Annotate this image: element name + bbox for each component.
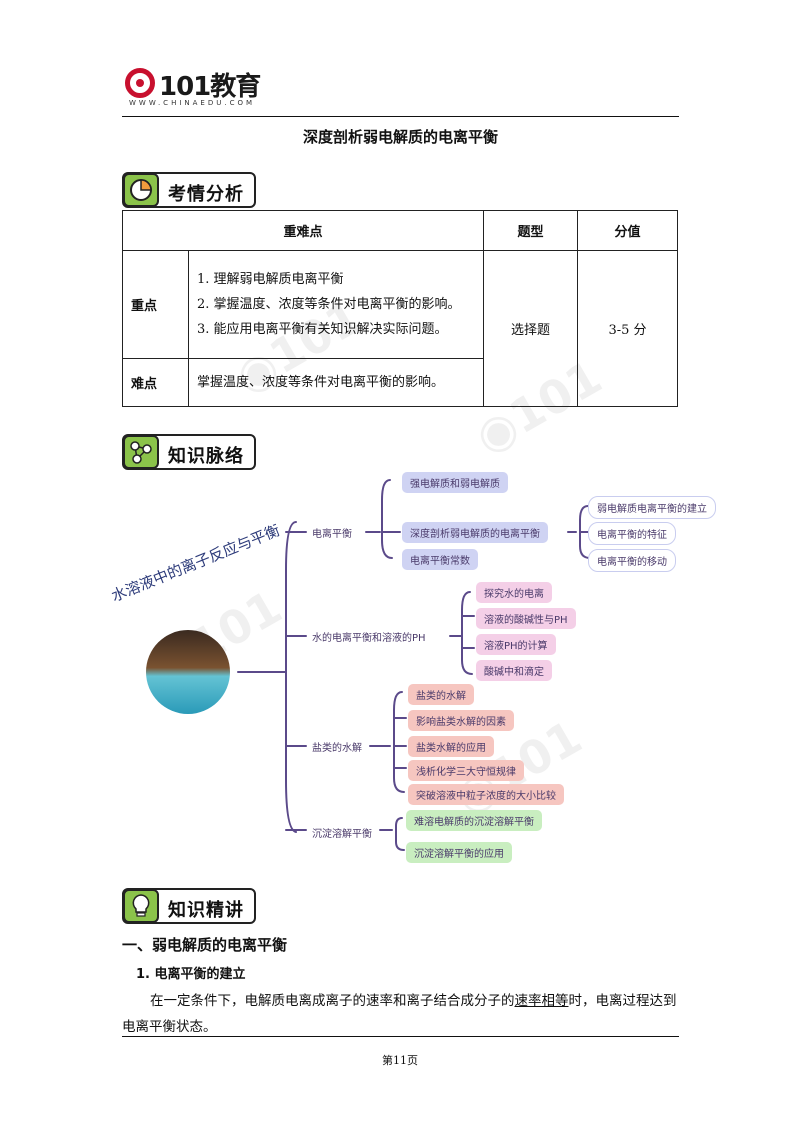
score-cell: 3-5 分 [577, 250, 678, 407]
leaf-node: 溶液的酸碱性与PH [476, 608, 576, 629]
network-icon [123, 435, 159, 469]
section-title: 知识精讲 [168, 900, 244, 921]
knowledge-mind-map: 水溶液中的离子反应与平衡 电离平衡 强电解质和弱电解质 深度剖析弱电解质的电离平… [109, 460, 730, 880]
document-title: 深度剖析弱电解质的电离平衡 [302, 128, 498, 146]
leaf-node: 电离平衡的移动 [588, 549, 676, 572]
leaf-node: 浅析化学三大守恒规律 [408, 760, 524, 781]
logo-ring-icon [125, 68, 155, 98]
key-point-item: 2. 掌握温度、浓度等条件对电离平衡的影响。 [197, 297, 461, 312]
column-header: 分值 [577, 210, 678, 251]
leaf-node: 盐类水解的应用 [408, 736, 494, 757]
leaf-node: 溶液PH的计算 [476, 634, 556, 655]
paragraph-text: 在一定条件下，电解质电离成离子的速率和离子结合成分子的 [150, 993, 515, 1009]
leaf-node: 沉淀溶解平衡的应用 [406, 842, 512, 863]
leaf-node: 盐类的水解 [408, 684, 474, 705]
section-header-knowledge-lecture: 知识精讲 [122, 888, 256, 924]
leaf-node: 突破溶液中粒子浓度的大小比较 [408, 784, 564, 805]
leaf-node: 电离平衡常数 [402, 549, 478, 570]
branch-node: 沉淀溶解平衡 [312, 829, 372, 840]
table-row: 难点 掌握温度、浓度等条件对电离平衡的影响。 [122, 358, 678, 407]
section-title: 考情分析 [168, 184, 244, 205]
question-type-cell: 选择题 [483, 250, 578, 407]
heading-level-1: 一、弱电解质的电离平衡 [122, 936, 288, 954]
key-point-item: 3. 能应用电离平衡有关知识解决实际问题。 [197, 322, 448, 337]
header-rule [122, 116, 679, 117]
heading-level-2: 1. 电离平衡的建立 [136, 967, 246, 982]
section-header-knowledge-map: 知识脉络 [122, 434, 256, 470]
section-title: 知识脉络 [168, 446, 244, 467]
root-node-illustration [146, 630, 230, 714]
key-points-cell: 1. 理解弱电解质电离平衡 2. 掌握温度、浓度等条件对电离平衡的影响。 3. … [188, 250, 484, 359]
exam-analysis-table: 重难点 题型 分值 重点 1. 理解弱电解质电离平衡 2. 掌握温度、浓度等条件… [122, 210, 678, 407]
row-label: 难点 [122, 358, 189, 407]
leaf-node: 强电解质和弱电解质 [402, 472, 508, 493]
leaf-node: 探究水的电离 [476, 582, 552, 603]
column-header: 题型 [483, 210, 578, 251]
leaf-node: 酸碱中和滴定 [476, 660, 552, 681]
page-number: 第11页 [382, 1054, 418, 1067]
branch-node: 电离平衡 [312, 529, 352, 540]
underlined-term: 速率相等 [514, 993, 569, 1009]
leaf-node: 深度剖析弱电解质的电离平衡 [402, 522, 548, 543]
body-paragraph: 在一定条件下，电解质电离成离子的速率和离子结合成分子的速率相等时，电离过程达到电… [122, 988, 679, 1040]
mind-map-connectors [237, 479, 591, 851]
footer-rule [122, 1036, 679, 1037]
branch-node: 盐类的水解 [312, 743, 362, 754]
column-header: 重难点 [122, 210, 484, 251]
lightbulb-icon [123, 889, 159, 923]
row-label: 重点 [122, 250, 189, 359]
table-row: 重点 1. 理解弱电解质电离平衡 2. 掌握温度、浓度等条件对电离平衡的影响。 … [122, 250, 678, 407]
brand-logo: 101教育 WWW.CHINAEDU.COM [123, 64, 263, 110]
hard-point-cell: 掌握温度、浓度等条件对电离平衡的影响。 [188, 358, 484, 407]
leaf-node: 难溶电解质的沉淀溶解平衡 [406, 810, 542, 831]
section-header-exam-analysis: 考情分析 [122, 172, 256, 208]
table-header-row: 重难点 题型 分值 [122, 210, 678, 251]
key-point-item: 1. 理解弱电解质电离平衡 [197, 272, 344, 287]
pie-chart-icon [123, 173, 159, 207]
leaf-node: 弱电解质电离平衡的建立 [588, 496, 716, 519]
logo-text: 101教育 [159, 72, 261, 102]
leaf-node: 电离平衡的特征 [588, 522, 676, 545]
leaf-node: 影响盐类水解的因素 [408, 710, 514, 731]
paragraph-text: 时，电离过程达到电离平衡状态。 [122, 993, 677, 1035]
branch-node: 水的电离平衡和溶液的PH [312, 633, 426, 644]
logo-url: WWW.CHINAEDU.COM [129, 99, 256, 107]
